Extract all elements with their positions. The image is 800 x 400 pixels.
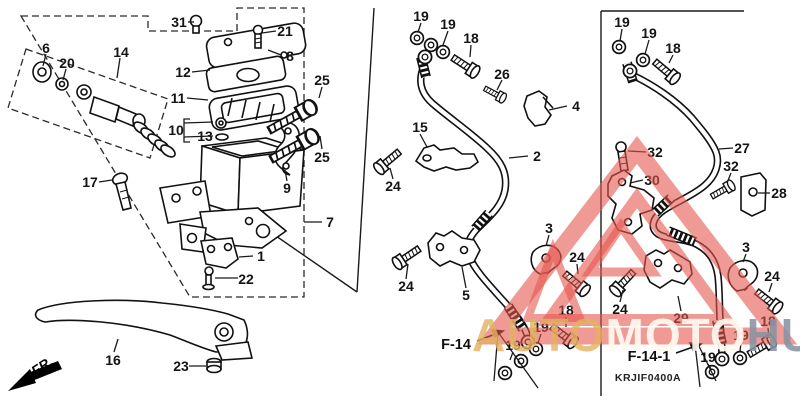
ref-label-f14-1: F-14-1 bbox=[627, 349, 671, 365]
ref-label-f14: F-14 bbox=[441, 337, 471, 353]
front-direction-arrow bbox=[8, 361, 62, 391]
right-hose-parts bbox=[607, 39, 786, 380]
master-cylinder-assembly-art bbox=[32, 14, 323, 374]
diagram-code: KRJIF0400A bbox=[614, 372, 682, 384]
dashed-group-boxes bbox=[7, 7, 305, 298]
front-hose-art bbox=[416, 55, 532, 339]
front-hose-parts bbox=[371, 30, 593, 381]
